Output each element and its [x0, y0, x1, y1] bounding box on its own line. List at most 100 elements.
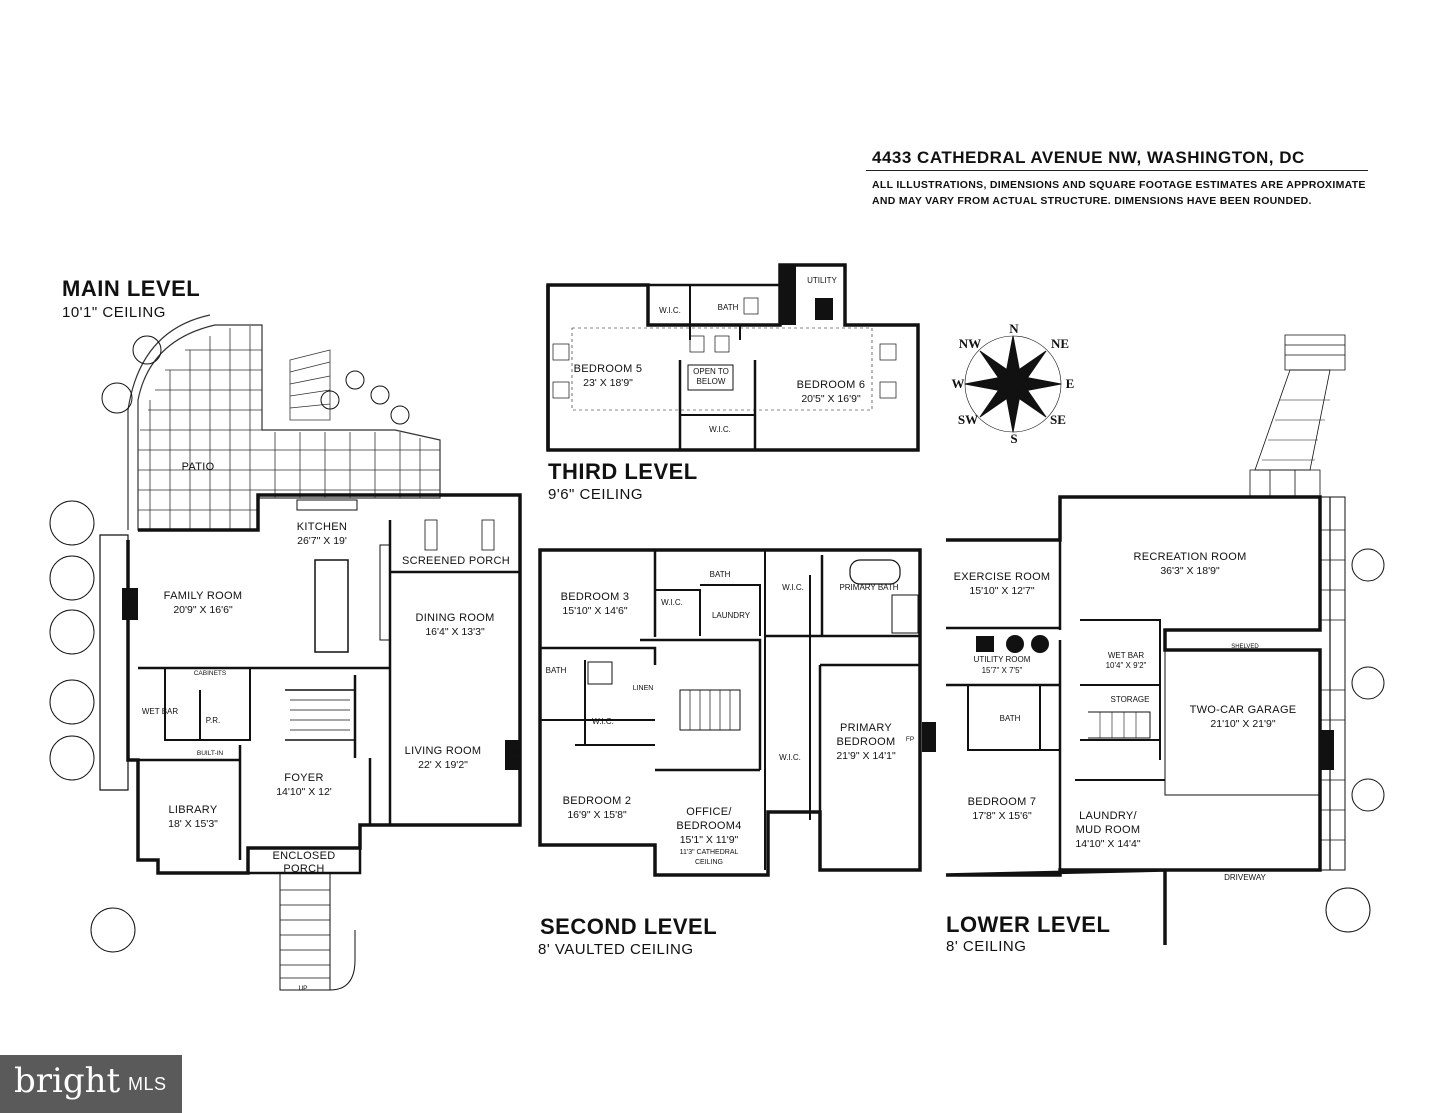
dim-dining-room: 16'4" X 13'3" [425, 626, 485, 638]
label-gas-fp-living-1: GAS [506, 749, 520, 756]
label-open-below-2: BELOW [697, 377, 726, 386]
label-recreation-room: RECREATION ROOM [1133, 551, 1246, 563]
dim-library: 18' X 15'3" [168, 818, 218, 830]
label-exercise-room: EXERCISE ROOM [954, 571, 1051, 583]
dim-office: 15'1" X 11'9" [680, 834, 739, 846]
label-bedroom7: BEDROOM 7 [968, 796, 1037, 808]
label-office-ceiling-2: CEILING [695, 859, 723, 866]
label-library: LIBRARY [169, 804, 218, 816]
label-laundry-second: LAUNDRY [712, 611, 751, 620]
label-primary-bath: PRIMARY BATH [839, 583, 898, 592]
label-wic-second-2: W.I.C. [782, 583, 804, 592]
header-divider [866, 170, 1368, 171]
label-bath-third: BATH [718, 303, 739, 312]
second-level-ceiling: 8' VAULTED CEILING [538, 941, 694, 958]
watermark-brand: bright [14, 1061, 121, 1101]
label-enclosed-porch-2: PORCH [283, 863, 324, 875]
dim-bedroom3: 15'10" X 14'6" [562, 605, 627, 617]
label-built-in: BUILT-IN [197, 750, 224, 757]
label-wic-third: W.I.C. [659, 306, 681, 315]
compass-ne: NE [1051, 336, 1069, 351]
label-dining-room: DINING ROOM [415, 612, 494, 624]
label-bath-lower: BATH [1000, 714, 1021, 723]
label-gas-fp-living-2: FP [509, 757, 517, 764]
label-bedroom3: BEDROOM 3 [561, 591, 630, 603]
label-office-2: BEDROOM4 [676, 820, 741, 832]
compass-e: E [1066, 376, 1075, 391]
label-up-walk: UP [298, 985, 307, 992]
lower-level-title: LOWER LEVEL [946, 912, 1111, 937]
compass-s: S [1010, 431, 1017, 446]
label-wet-bar-main: WET BAR [142, 707, 179, 716]
label-driveway: DRIVEWAY [1224, 873, 1266, 882]
label-wic-third-2: W.I.C. [709, 425, 731, 434]
dim-utility-room: 15'7" X 7'5" [982, 666, 1023, 675]
patio [127, 314, 441, 531]
disclaimer-line-2: AND MAY VARY FROM ACTUAL STRUCTURE. DIME… [872, 195, 1312, 207]
compass-sw: SW [958, 412, 978, 427]
dim-kitchen: 26'7" X 19' [297, 535, 347, 547]
dim-two-car-garage: 21'10" X 21'9" [1210, 718, 1275, 730]
label-laundry-mud-2: MUD ROOM [1076, 824, 1141, 836]
disclaimer-line-1: ALL ILLUSTRATIONS, DIMENSIONS AND SQUARE… [872, 179, 1366, 191]
label-bath-second-1: BATH [710, 570, 731, 579]
label-primary-bedroom-2: BEDROOM [837, 736, 896, 748]
dim-living-room: 22' X 19'2" [418, 759, 468, 771]
label-powder-room: P.R. [206, 716, 221, 725]
label-wet-bar-lower: WET BAR [1108, 651, 1145, 660]
label-open-below-1: OPEN TO [693, 367, 729, 376]
second-level-title: SECOND LEVEL [540, 914, 718, 939]
compass-nw: NW [959, 336, 981, 351]
label-bedroom5: BEDROOM 5 [574, 363, 643, 375]
compass-rose [964, 335, 1062, 433]
label-linen: LINEN [633, 685, 654, 692]
label-screened-porch: SCREENED PORCH [402, 555, 510, 567]
lower-level-ceiling: 8' CEILING [946, 938, 1027, 955]
dim-family-room: 20'9" X 16'6" [173, 604, 233, 616]
third-level-ceiling: 9'6" CEILING [548, 486, 644, 503]
label-wic-second-4: W.I.C. [779, 753, 801, 762]
compass-w: W [952, 376, 965, 391]
disclaimer: ALL ILLUSTRATIONS, DIMENSIONS AND SQUARE… [872, 177, 1372, 209]
label-wic-second-1: W.I.C. [661, 598, 683, 607]
label-fp-primary: FP [906, 736, 914, 743]
main-level-title: MAIN LEVEL [62, 276, 201, 301]
dim-primary-bedroom: 21'9" X 14'1" [836, 750, 896, 762]
label-kitchen: KITCHEN [297, 521, 347, 533]
label-bedroom6: BEDROOM 6 [797, 379, 866, 391]
lower-level-plan [945, 334, 1385, 945]
label-utility-third: UTILITY [807, 276, 837, 285]
label-two-car-garage: TWO-CAR GARAGE [1190, 704, 1297, 716]
dim-bedroom6: 20'5" X 16'9" [801, 393, 861, 405]
dim-bedroom5: 23' X 18'9" [583, 377, 633, 389]
compass-se: SE [1050, 412, 1066, 427]
label-laundry-mud-1: LAUNDRY/ [1079, 810, 1137, 822]
label-utility-room: UTILITY ROOM [974, 655, 1031, 664]
dim-bedroom2: 16'9" X 15'8" [567, 809, 627, 821]
dim-laundry-mud: 14'10" X 14'4" [1075, 838, 1140, 850]
label-primary-bedroom-1: PRIMARY [840, 722, 892, 734]
dim-bedroom7: 17'8" X 15'6" [972, 810, 1032, 822]
main-level-ceiling: 10'1" CEILING [62, 304, 166, 321]
label-wic-second-3: W.I.C. [592, 717, 614, 726]
third-level-title: THIRD LEVEL [548, 459, 698, 484]
label-shelved: SHELVED [1231, 644, 1259, 650]
label-foyer: FOYER [284, 772, 323, 784]
main-level-plan [49, 314, 522, 991]
label-enclosed-porch-1: ENCLOSED [273, 850, 336, 862]
label-gas-fp-2: FP [125, 606, 133, 613]
property-address: 4433 CATHEDRAL AVENUE NW, WASHINGTON, DC [872, 148, 1305, 167]
label-bedroom2: BEDROOM 2 [563, 795, 632, 807]
dim-foyer: 14'10" X 12' [276, 786, 332, 798]
label-office-ceiling-1: 11'3" CATHEDRAL [680, 849, 739, 856]
dim-wet-bar-lower: 10'4" X 9'2" [1106, 661, 1147, 670]
watermark-suffix: MLS [128, 1074, 167, 1094]
label-patio: PATIO [182, 461, 215, 473]
label-cabinets: CABINETS [194, 670, 227, 677]
label-family-room: FAMILY ROOM [164, 590, 243, 602]
second-level-plan [538, 548, 936, 877]
label-living-room: LIVING ROOM [405, 745, 482, 757]
label-gas-fp-1: GAS [122, 598, 136, 605]
label-office-1: OFFICE/ [686, 806, 732, 818]
label-storage: STORAGE [1111, 695, 1150, 704]
